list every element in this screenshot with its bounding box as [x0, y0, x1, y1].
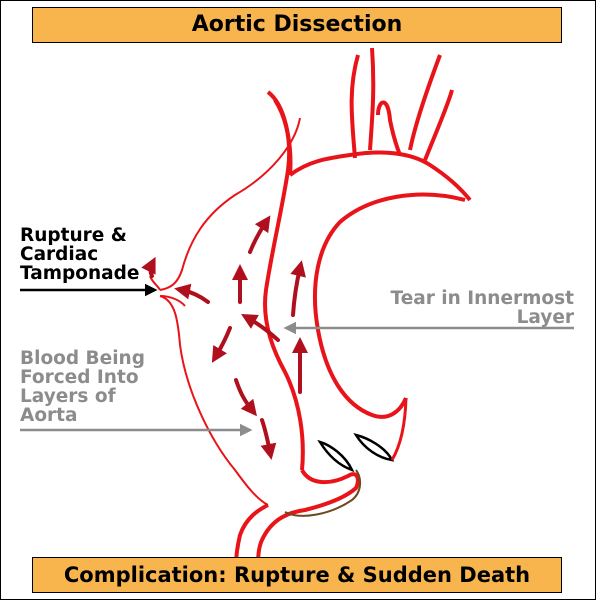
blood-label: Blood Being Forced Into Layers of Aorta [20, 348, 145, 426]
aortic-root-wall [256, 468, 360, 566]
valve-cusp-outline [284, 469, 362, 517]
valve-leaflet-right-wall [390, 397, 408, 461]
dissected-outer-wall [159, 117, 301, 291]
rupture-label: Rupture & Cardiac Tamponade [20, 225, 140, 284]
arch-top-wall [288, 150, 472, 202]
flow-arrow [241, 314, 280, 342]
valve-leaflet-left [317, 439, 355, 473]
flow-arrow [290, 260, 306, 317]
tear-label: Tear in Innermost Layer [390, 288, 574, 328]
flow-arrow [174, 283, 210, 304]
complication-caption: Complication: Rupture & Sudden Death [63, 563, 531, 587]
blood-flow-arrows [141, 215, 308, 460]
flow-arrow [211, 326, 232, 363]
flow-arrow [141, 256, 156, 278]
title-banner: Aortic Dissection [32, 7, 562, 43]
branch-brachiocephalic-b [368, 47, 376, 151]
valve-leaflet-right [353, 433, 395, 462]
branch-brachiocephalic [349, 54, 360, 159]
branch-carotid [376, 100, 402, 156]
dissected-outer-wall-lower [159, 295, 269, 506]
arch-left-branch [273, 98, 293, 176]
aorta-arch-inner-wall [312, 192, 466, 419]
flow-arrow [260, 418, 277, 460]
branch-subclavian-b [423, 89, 454, 161]
flow-arrow [248, 215, 271, 254]
branch-subclavian [408, 54, 442, 151]
flow-arrow [234, 378, 257, 417]
diagram-title: Aortic Dissection [191, 12, 403, 37]
footer-banner: Complication: Rupture & Sudden Death [32, 557, 562, 593]
